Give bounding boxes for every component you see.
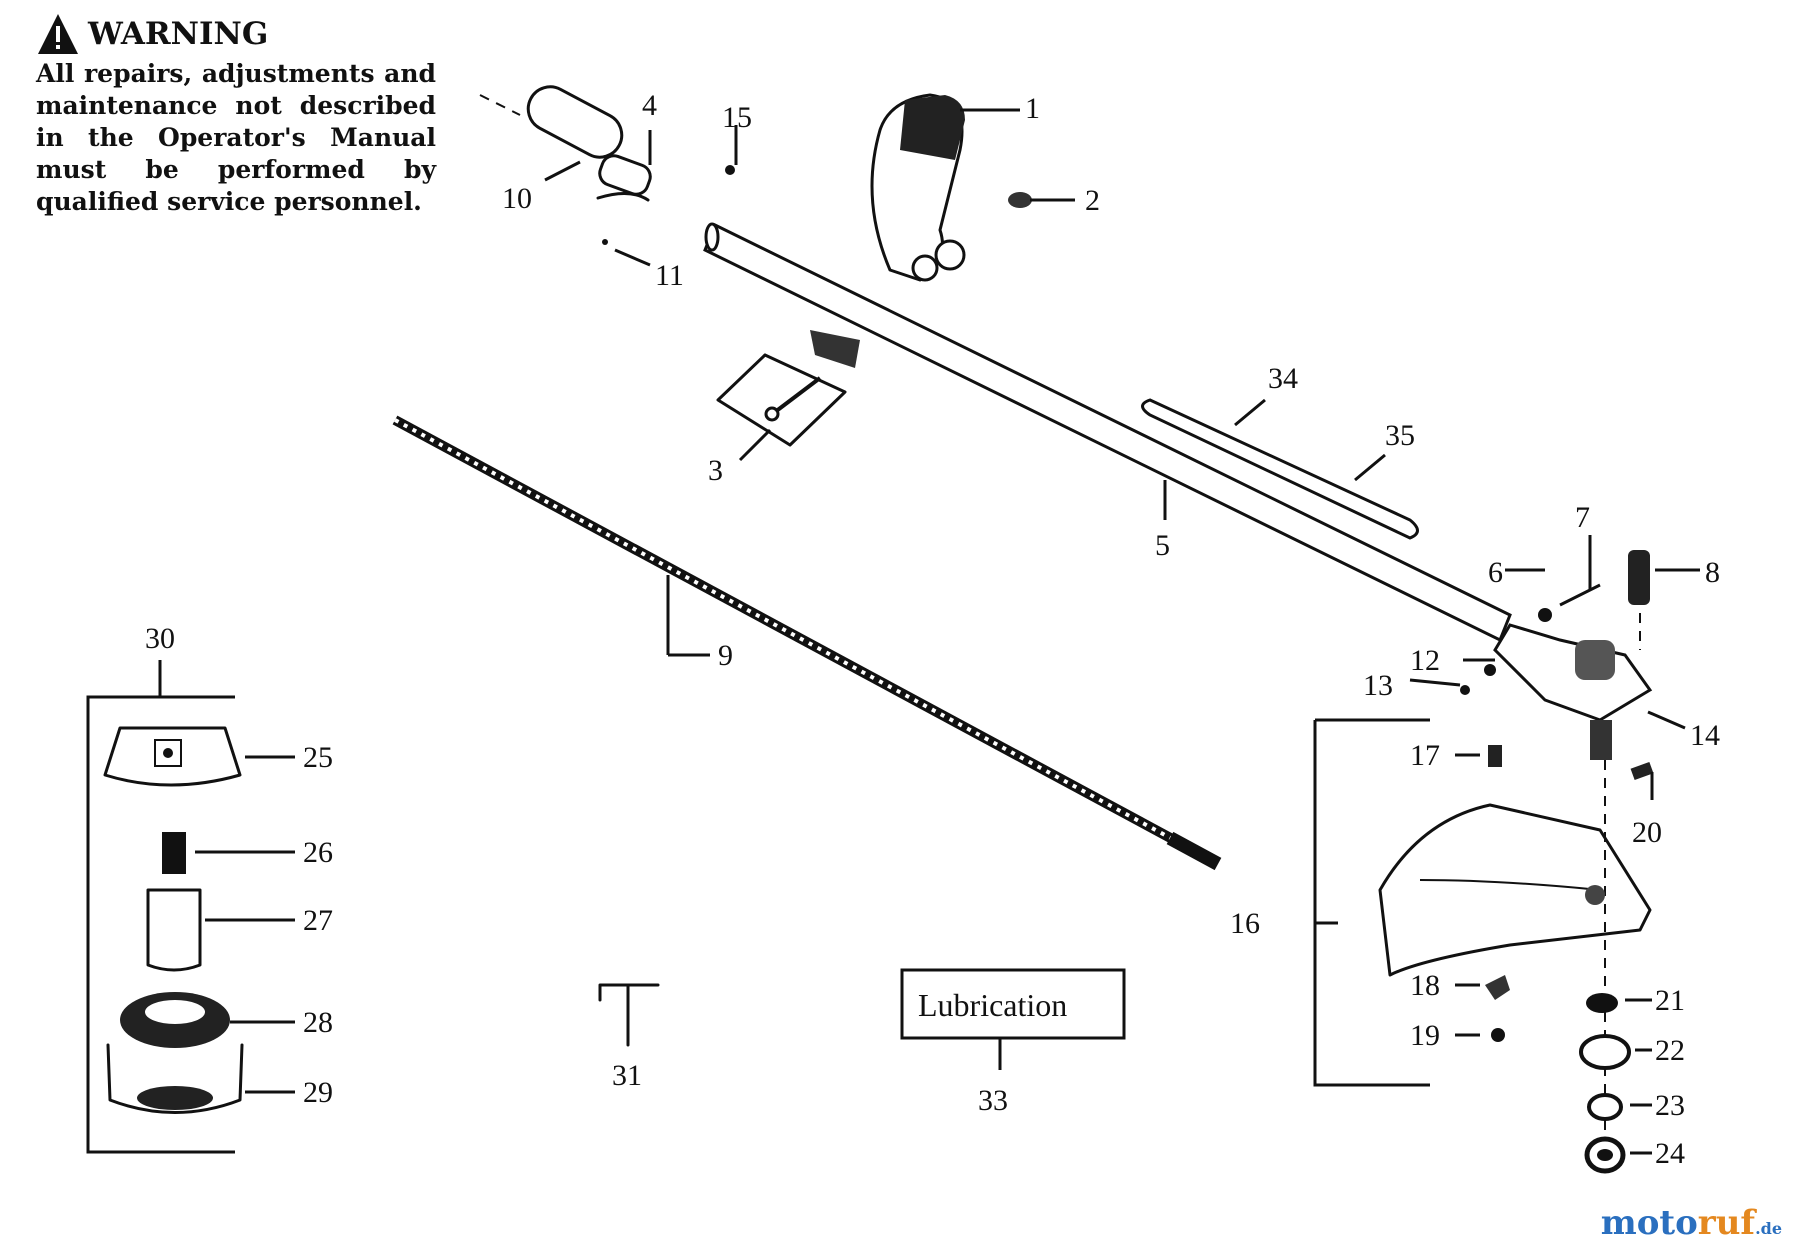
watermark-suffix: .de [1755,1219,1782,1238]
label-33: 33 [978,1084,1008,1117]
label-30: 30 [145,622,175,655]
part-31-tool [598,983,660,1047]
label-12: 12 [1410,644,1440,677]
label-10: 10 [502,182,532,215]
label-14: 14 [1690,719,1720,752]
label-4: 4 [642,89,657,122]
parts-21-24-washers [1579,993,1631,1174]
label-15: 15 [722,101,752,134]
label-31: 31 [612,1059,642,1092]
label-5: 5 [1155,529,1170,562]
label-8: 8 [1705,556,1720,589]
part-10-grip [479,85,735,245]
part-2-nut [1008,192,1032,208]
label-34: 34 [1268,362,1298,395]
label-26: 26 [303,836,333,869]
label-11: 11 [655,259,684,292]
label-35: 35 [1385,419,1415,452]
label-9: 9 [718,639,733,672]
label-29: 29 [303,1076,333,1109]
watermark-part-a: moto [1600,1203,1698,1243]
part-14-gear-head [1460,550,1654,1160]
label-16: 16 [1230,907,1260,940]
label-28: 28 [303,1006,333,1039]
warning-body: All repairs, adjustments and maintenance… [36,59,436,216]
watermark-logo: motoruf.de [1601,1203,1782,1243]
warning-block: WARNING All repairs, adjustments and mai… [36,12,436,218]
lubrication-text: Lubrication [918,987,1067,1023]
part-30-trimmer-head [86,695,244,1154]
part-33-lubrication [900,968,1126,1070]
label-2: 2 [1085,184,1100,217]
label-1: 1 [1025,92,1040,125]
warning-title: WARNING [88,16,269,52]
label-18: 18 [1410,969,1440,1002]
part-34-decal [1141,398,1419,540]
label-22: 22 [1655,1034,1685,1067]
warning-triangle-icon [38,14,78,54]
label-25: 25 [303,741,333,774]
label-17: 17 [1410,739,1440,772]
part-number-labels: 1 2 3 4 5 6 7 8 9 10 11 12 13 14 15 16 1… [145,89,1720,1170]
label-6: 6 [1488,556,1503,589]
label-19: 19 [1410,1019,1440,1052]
label-21: 21 [1655,984,1685,1017]
part-3-bolt [716,330,860,447]
part-1-handle [870,93,966,282]
label-7: 7 [1575,501,1590,534]
label-3: 3 [708,454,723,487]
part-16-guard [1378,745,1652,1042]
leader-lines [158,108,1700,1155]
label-13: 13 [1363,669,1393,702]
label-23: 23 [1655,1089,1685,1122]
part-9-drive-cable [392,415,1222,871]
warning-heading: WARNING [36,12,436,56]
label-20: 20 [1632,816,1662,849]
watermark-part-b: ruf [1697,1203,1756,1243]
label-27: 27 [303,904,333,937]
label-24: 24 [1655,1137,1685,1170]
